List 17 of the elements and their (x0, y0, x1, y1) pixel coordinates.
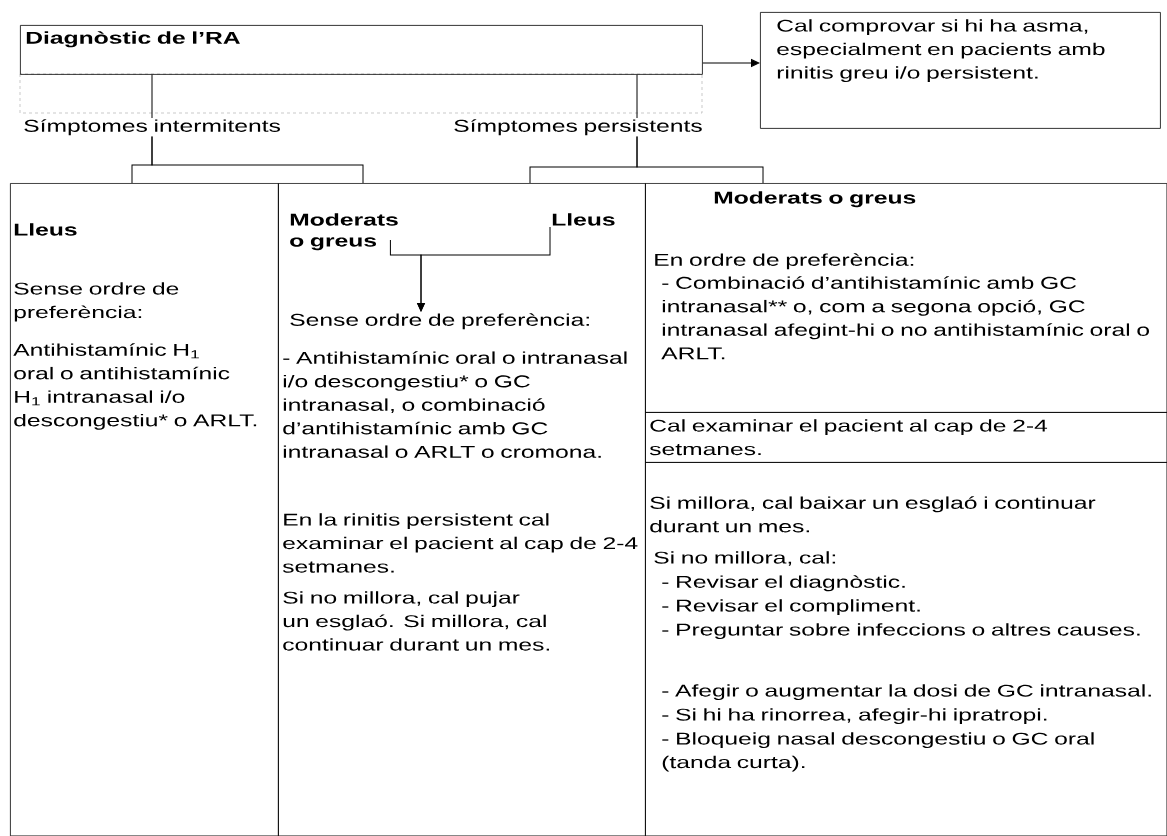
table-cell: Cal examinar el pacient al cap de 2-4 setmanes. (645, 412, 1167, 463)
note-box: Cal comprovar si hi ha asma, especialment en pacients amb rinitis greu i/o persistent. (760, 12, 1161, 129)
severity-label: Moderats o greus (290, 213, 398, 251)
arrow (702, 59, 760, 67)
connector (636, 74, 638, 119)
connector (151, 74, 153, 119)
title-box: Diagnòstic de l’RA (20, 25, 703, 75)
branch-label: Símptomes intermitents (24, 119, 280, 136)
branch-label: Símptomes persistents (454, 119, 702, 136)
table-cell: Lleus Sense ordre de preferència: Antihistamínic H$_{1}$ oral o antihistamínic H$_{1}$ intranasal i/o descongestiu* o ARLT. (10, 183, 279, 836)
connector (636, 135, 764, 184)
connector (151, 135, 364, 184)
table-cell: Moderats o greus En ordre de preferència: - Combinació d’antihistamínic amb GC intranasal** o, com a segona opció, GC intranasal afegint-hi o no antihistamínic oral o ARLT. (645, 183, 1167, 413)
arrow (417, 226, 551, 312)
table-cell: Si millora, cal baixar un esglaó i continuar durant un mes. Si no millora, cal: - Revisar el diagnòstic. - Revisar el compliment. - Preguntar sobre infeccions o altres causes. - Afegir o augmentar la dosi de GC intranasal. - Si hi ha rinorrea, afegir-hi ipratropi. - Bloqueig nasal descongestiu o GC oral (tanda curta). (645, 462, 1167, 836)
severity-label: Lleus (552, 213, 615, 226)
text-label: Sense ordre de preferència: (290, 313, 589, 330)
